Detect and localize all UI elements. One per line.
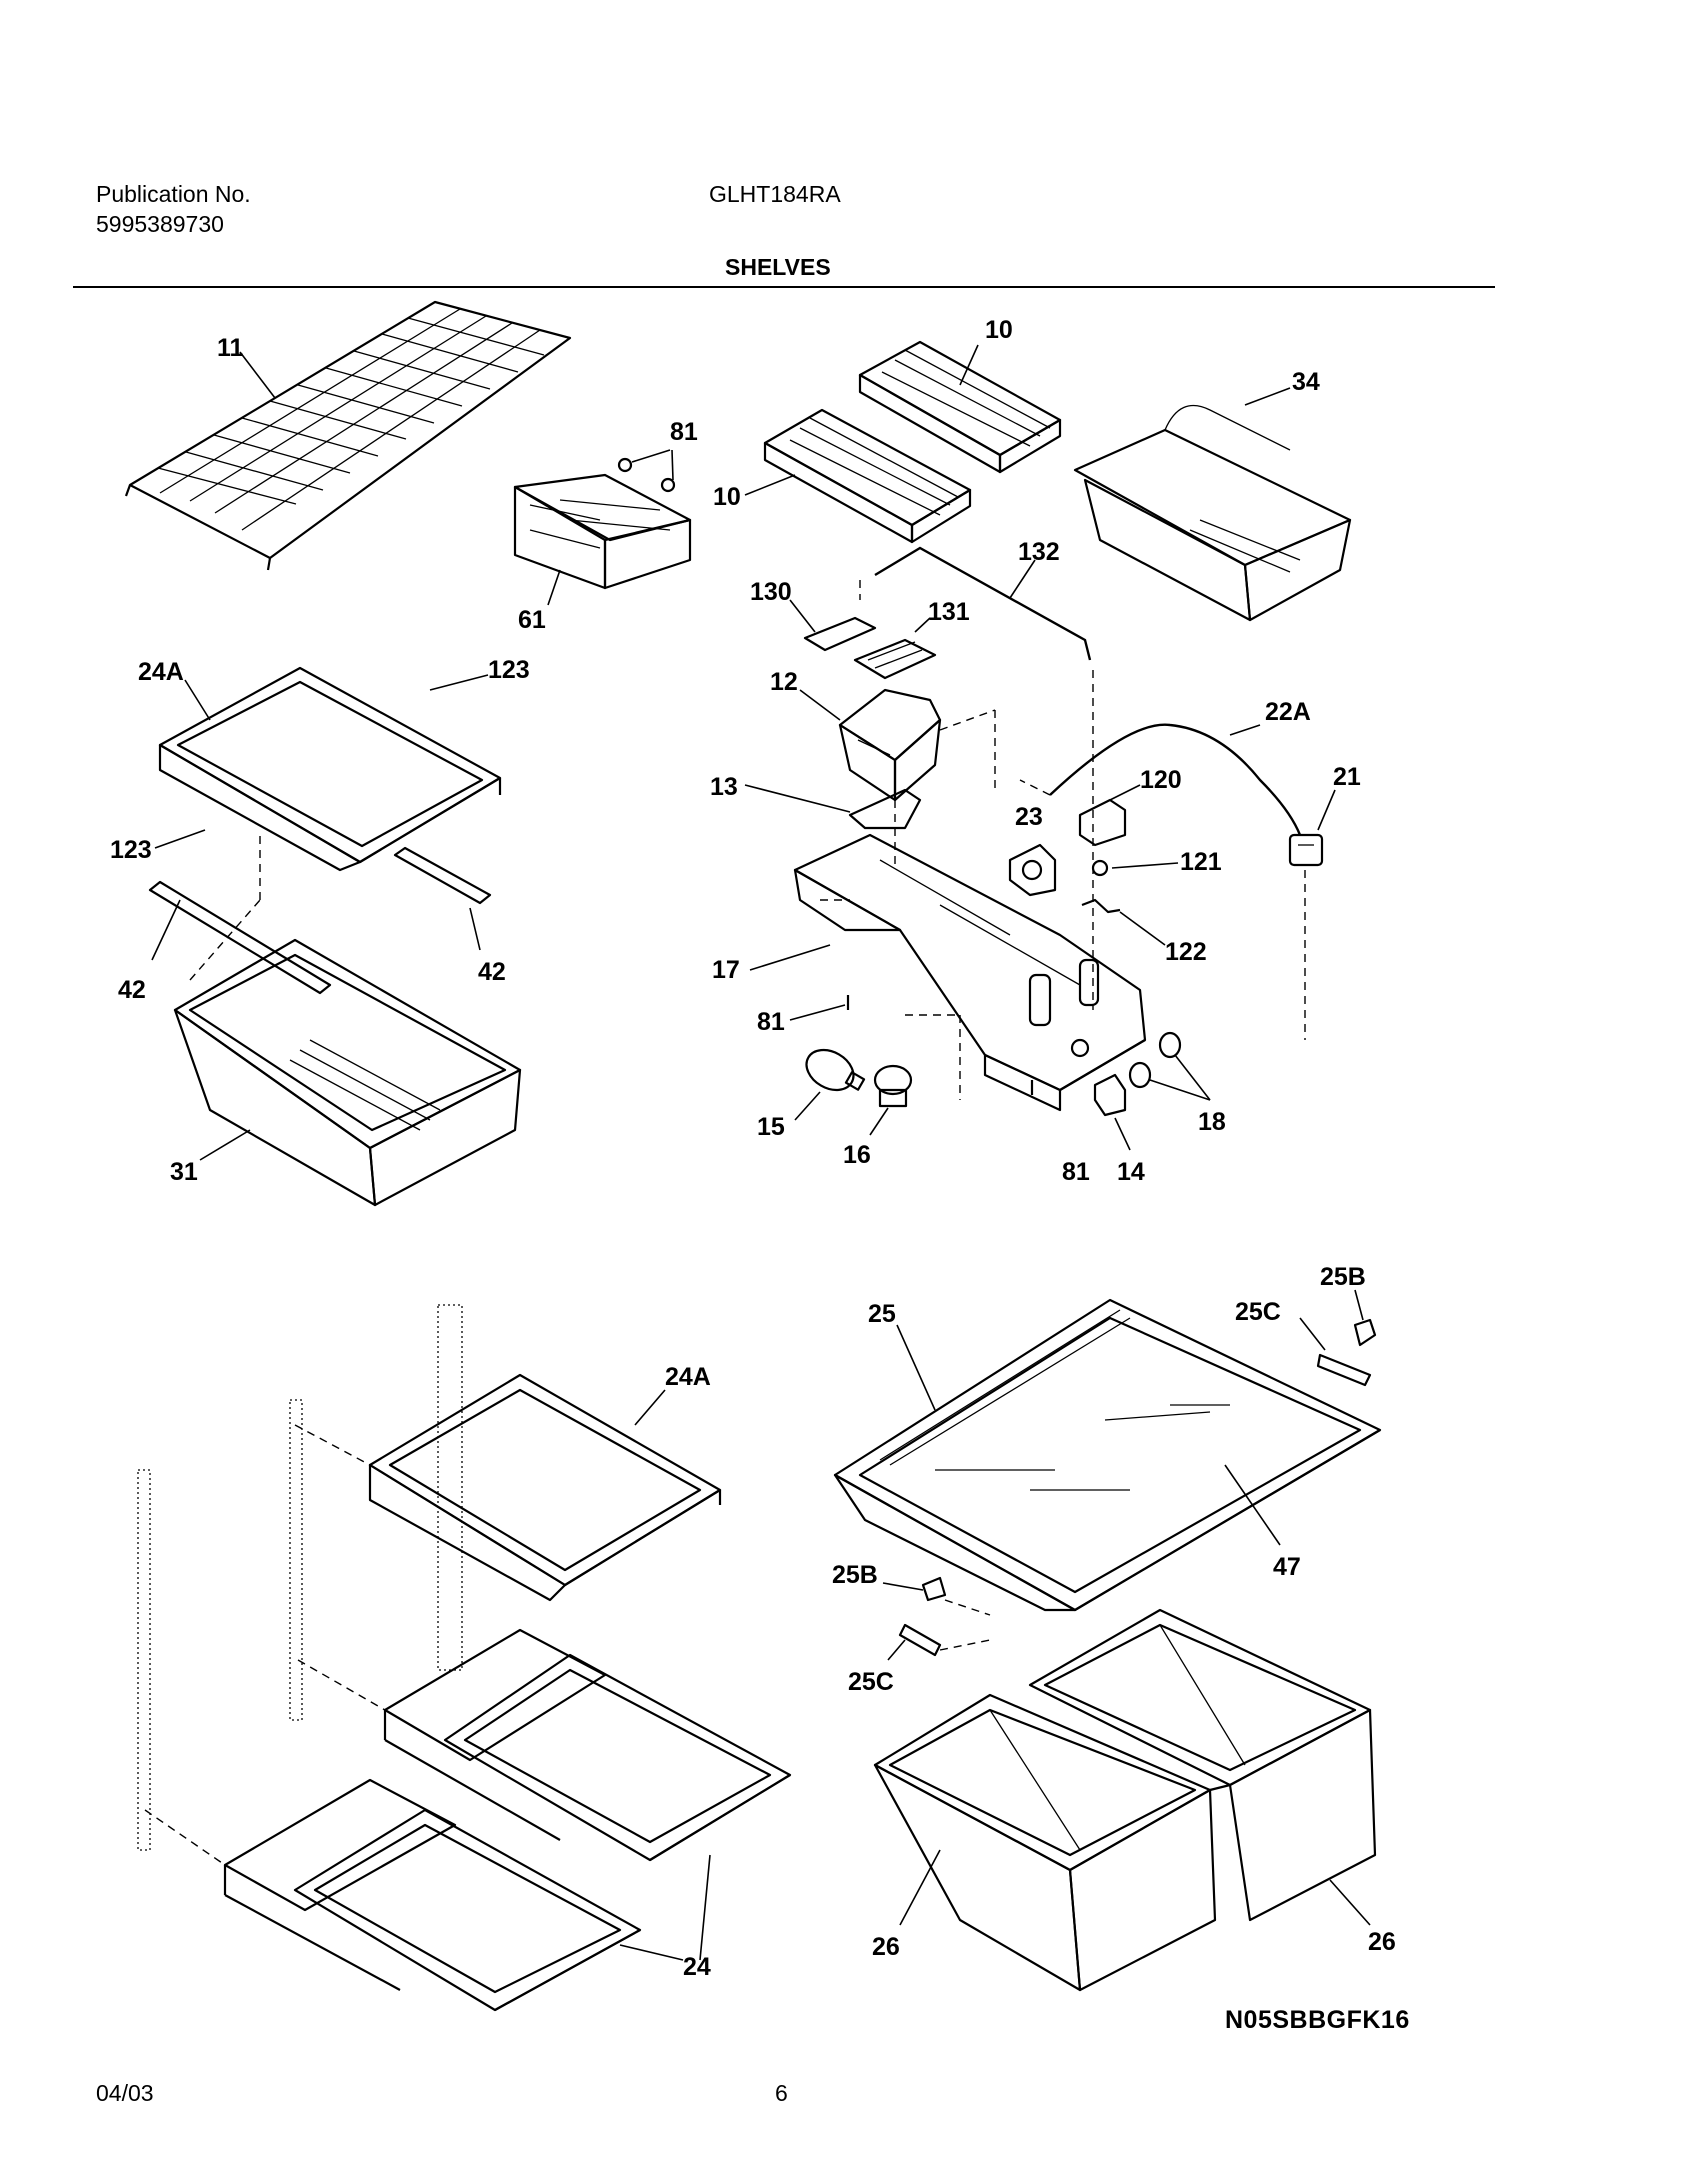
callout-14: 14 bbox=[1117, 1158, 1145, 1186]
split-shelf-24-upper-part bbox=[383, 1628, 792, 1862]
diagram-code: N05SBBGFK16 bbox=[1225, 2006, 1410, 2034]
washer-121-part bbox=[1091, 859, 1109, 877]
footer-date: 04/03 bbox=[96, 2080, 154, 2106]
clip-122-part bbox=[1081, 898, 1121, 914]
shelf-bracket-part bbox=[513, 473, 692, 590]
wire-harness-132-part bbox=[859, 546, 1094, 1010]
publication-number: 5995389730 bbox=[96, 211, 224, 237]
socket-16-part bbox=[873, 1064, 913, 1108]
callout-10-top: 10 bbox=[985, 316, 1013, 344]
callout-25b-bottom: 25B bbox=[832, 1561, 878, 1589]
callout-25: 25 bbox=[868, 1300, 896, 1328]
callout-81-bottom: 81 bbox=[1062, 1158, 1090, 1186]
callout-23: 23 bbox=[1015, 803, 1043, 831]
rail-42-part bbox=[148, 846, 492, 995]
callout-132: 132 bbox=[1018, 538, 1060, 566]
callout-122: 122 bbox=[1165, 938, 1207, 966]
split-shelf-24-lower-part bbox=[223, 1778, 642, 2012]
callout-25b-top: 25B bbox=[1320, 1263, 1366, 1291]
callout-42-left: 42 bbox=[118, 976, 146, 1004]
callout-81-top: 81 bbox=[670, 418, 698, 446]
callout-18: 18 bbox=[1198, 1108, 1226, 1136]
light-housing-17-part bbox=[793, 833, 1147, 1112]
support-25b-top-part bbox=[1353, 1318, 1377, 1347]
model-number: GLHT184RA bbox=[709, 181, 841, 207]
callout-24a-top: 24A bbox=[138, 658, 184, 686]
callout-123-top: 123 bbox=[488, 656, 530, 684]
callout-24a-bottom: 24A bbox=[665, 1363, 711, 1391]
header-rule bbox=[73, 286, 1495, 288]
support-25b-bottom-part bbox=[921, 1576, 947, 1602]
callout-10-left: 10 bbox=[713, 483, 741, 511]
bracket-25c-top-part bbox=[1316, 1353, 1372, 1387]
callout-26-right: 26 bbox=[1368, 1928, 1396, 1956]
bracket-25c-bottom-part bbox=[898, 1623, 942, 1657]
callout-34: 34 bbox=[1292, 368, 1320, 396]
callout-31: 31 bbox=[170, 1158, 198, 1186]
screw-81-part bbox=[617, 449, 676, 493]
callout-130: 130 bbox=[750, 578, 792, 606]
crisper-cover-25-part bbox=[833, 1298, 1382, 1612]
callout-21: 21 bbox=[1333, 763, 1361, 791]
bulb-15-part bbox=[805, 1048, 866, 1092]
connector-21-part bbox=[1288, 833, 1324, 867]
pan-31-part bbox=[173, 938, 522, 1207]
callout-12: 12 bbox=[770, 668, 798, 696]
crisper-drawer-26-right-part bbox=[1028, 1608, 1377, 1922]
callout-17: 17 bbox=[712, 956, 740, 984]
callout-11: 11 bbox=[217, 334, 244, 362]
section-title: SHELVES bbox=[725, 254, 831, 280]
callout-121: 121 bbox=[1180, 848, 1222, 876]
callout-81-mid: 81 bbox=[757, 1008, 785, 1036]
switch-14-part bbox=[1093, 1073, 1127, 1117]
callout-16: 16 bbox=[843, 1141, 871, 1169]
cover-130-part bbox=[803, 616, 877, 652]
glass-shelf-24a-top-part bbox=[158, 666, 502, 872]
glass-shelf-24a-bottom-part bbox=[368, 1373, 722, 1602]
callout-42-right: 42 bbox=[478, 958, 506, 986]
callout-61: 61 bbox=[518, 606, 546, 634]
page-number: 6 bbox=[775, 2080, 788, 2106]
callout-120: 120 bbox=[1140, 766, 1182, 794]
callout-13: 13 bbox=[710, 773, 738, 801]
wire-shelf-part bbox=[124, 300, 572, 571]
callout-47: 47 bbox=[1273, 1553, 1301, 1581]
ice-tray-part bbox=[763, 340, 1062, 544]
door-bin-part bbox=[1073, 404, 1352, 622]
bracket-120-part bbox=[1078, 798, 1127, 847]
deflector-13-part bbox=[848, 788, 922, 830]
callout-22a: 22A bbox=[1265, 698, 1311, 726]
cabinet-wall-part bbox=[137, 1304, 463, 1851]
callout-24: 24 bbox=[683, 1953, 711, 1981]
publication-label: Publication No. bbox=[96, 181, 251, 207]
housing-12-part bbox=[838, 688, 942, 802]
wire-22a-part bbox=[1019, 723, 1302, 836]
callout-25c-top: 25C bbox=[1235, 1298, 1281, 1326]
callout-26-left: 26 bbox=[872, 1933, 900, 1961]
callout-15: 15 bbox=[757, 1113, 785, 1141]
plug-18-part bbox=[1128, 1031, 1182, 1089]
callout-131: 131 bbox=[928, 598, 970, 626]
filter-131-part bbox=[853, 638, 937, 680]
callout-123-left: 123 bbox=[110, 836, 152, 864]
thermostat-23-part bbox=[1008, 843, 1057, 897]
callout-25c-bottom: 25C bbox=[848, 1668, 894, 1696]
